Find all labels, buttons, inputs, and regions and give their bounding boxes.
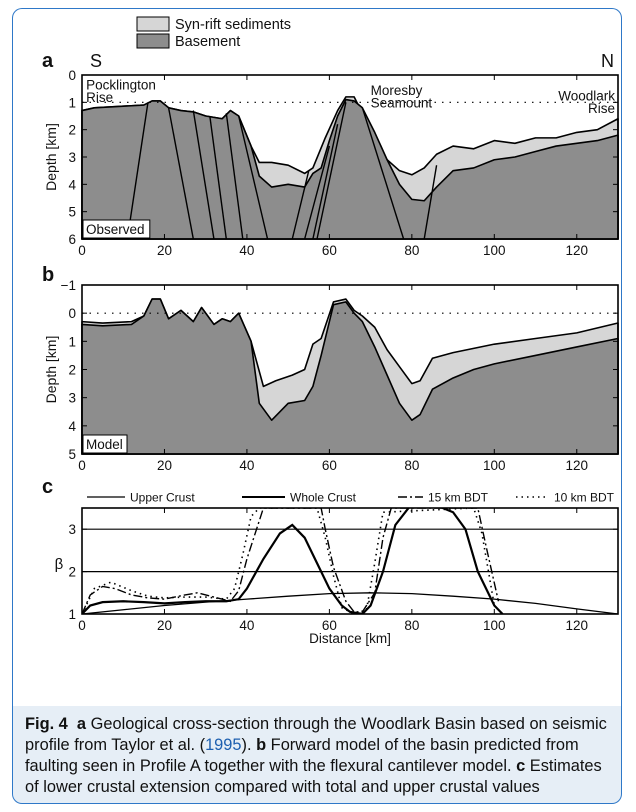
fault-line	[361, 107, 405, 240]
y-tick-label: 6	[68, 232, 76, 247]
y-tick-label: 0	[68, 68, 76, 83]
legend-basement-swatch	[136, 33, 170, 49]
legend-entry-label: Upper Crust	[130, 491, 195, 505]
y-tick-label: 3	[68, 522, 76, 537]
x-tick-label: 40	[239, 458, 254, 473]
series-whole-crust-line	[82, 508, 504, 614]
x-tick-label: 100	[483, 243, 506, 258]
x-tick-label: 0	[78, 243, 86, 258]
x-tick-label: 20	[157, 243, 172, 258]
fault-line	[192, 110, 215, 240]
fault-line	[423, 165, 438, 240]
x-tick-label: 80	[404, 243, 419, 258]
y-tick-label: 2	[68, 565, 76, 580]
feature-annotation: Pocklington	[86, 78, 156, 93]
y-tick-label: −1	[61, 278, 76, 293]
feature-annotation: Moresby	[371, 83, 423, 98]
caption-reference-link[interactable]: 1995	[205, 736, 242, 754]
x-tick-label: 40	[239, 618, 254, 633]
y-tick-label: 3	[68, 150, 76, 165]
y-tick-label: 4	[68, 177, 76, 192]
fault-line	[225, 113, 244, 240]
feature-annotation: Rise	[86, 90, 113, 105]
x-tick-label: 120	[566, 458, 589, 473]
legend-entry-label: Whole Crust	[290, 491, 357, 505]
x-tick-label: 100	[483, 618, 506, 633]
y-tick-label: 1	[68, 95, 76, 110]
y-axis-label: Depth [km]	[43, 336, 59, 404]
feature-annotation: Woodlark	[558, 89, 615, 104]
figure-caption: Fig. 4 a Geological cross-section throug…	[12, 706, 622, 804]
caption-c-text: Estimates of lower crustal extension com…	[25, 757, 602, 796]
box-label-frame	[82, 219, 151, 239]
y-tick-label: 0	[68, 306, 76, 321]
series-10-km-bdt-line	[82, 508, 496, 614]
caption-c-label: c	[516, 757, 526, 775]
legend-sediment-swatch	[136, 16, 170, 32]
caption-a-end: ).	[241, 736, 257, 754]
caption-b-label: b	[256, 736, 267, 754]
x-tick-label: 60	[322, 243, 337, 258]
y-axis-label: Depth [km]	[43, 123, 59, 191]
series-basement-area	[81, 298, 619, 455]
y-tick-label: 5	[68, 205, 76, 220]
panel-a-letter: a	[42, 50, 54, 72]
fault-line	[167, 107, 195, 240]
box-label-model: Model	[86, 437, 123, 452]
x-tick-label: 20	[157, 458, 172, 473]
y-tick-label: 2	[68, 123, 76, 138]
x-tick-label: 40	[239, 243, 254, 258]
x-tick-label: 0	[78, 458, 86, 473]
south-label: S	[90, 51, 102, 71]
feature-annotation: Rise	[588, 101, 615, 116]
fault-line	[237, 115, 269, 240]
x-tick-label: 120	[566, 618, 589, 633]
panel-c-letter: c	[42, 476, 53, 498]
legend-sediment-label: Syn-rift sediments	[175, 17, 291, 33]
fault-line	[303, 145, 331, 240]
fault-line	[209, 115, 228, 240]
feature-annotation: Seamount	[371, 95, 433, 110]
legend-basement-label: Basement	[175, 34, 240, 50]
y-tick-label: 2	[68, 363, 76, 378]
x-tick-label: 120	[566, 243, 589, 258]
x-tick-label: 20	[157, 618, 172, 633]
series-basement-area	[81, 98, 619, 240]
series-15-km-bdt-line	[82, 508, 500, 614]
fault-line	[291, 170, 310, 240]
x-tick-label: 80	[404, 458, 419, 473]
north-label: N	[601, 51, 614, 71]
y-axis-label: β	[55, 556, 64, 573]
box-label-observed: Observed	[86, 222, 145, 237]
x-tick-label: 60	[322, 618, 337, 633]
series-upper-crust-line	[82, 592, 618, 614]
x-tick-label: 0	[78, 618, 86, 633]
fault-line	[312, 124, 339, 240]
panel-b-letter: b	[42, 264, 54, 286]
x-tick-label: 60	[322, 458, 337, 473]
caption-b-text: Forward model of the basin predicted fro…	[25, 736, 579, 775]
y-tick-label: 3	[68, 391, 76, 406]
y-tick-label: 5	[68, 447, 76, 462]
legend-entry-label: 15 km BDT	[428, 491, 489, 505]
x-tick-label: 100	[483, 458, 506, 473]
fault-line	[126, 102, 149, 240]
panel-c-frame	[81, 507, 619, 615]
y-tick-label: 1	[68, 334, 76, 349]
x-axis-label: Distance [km]	[309, 631, 391, 646]
fault-line	[316, 102, 347, 240]
caption-a-label: a	[76, 715, 87, 733]
y-tick-label: 1	[68, 607, 76, 622]
legend-entry-label: 10 km BDT	[554, 491, 615, 505]
box-label-frame	[82, 434, 128, 454]
caption-a-text: Geological cross-section through the Woo…	[25, 715, 607, 754]
y-tick-label: 4	[68, 419, 76, 434]
caption-fig-label: Fig. 4	[25, 715, 68, 733]
x-tick-label: 80	[404, 618, 419, 633]
